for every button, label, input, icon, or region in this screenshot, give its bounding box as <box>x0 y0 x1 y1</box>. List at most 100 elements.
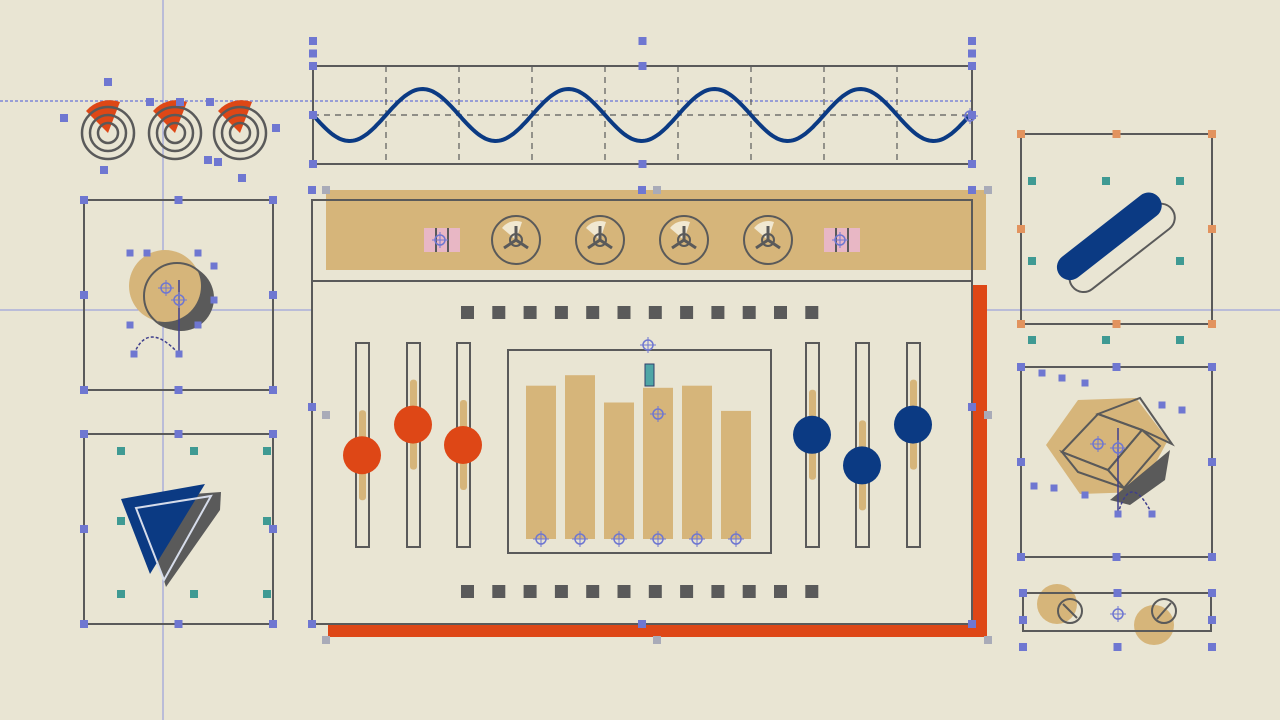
fader[interactable] <box>444 342 482 548</box>
eq-bar[interactable] <box>721 410 751 539</box>
selection-handle[interactable] <box>272 124 280 132</box>
selection-handle[interactable] <box>1038 369 1046 377</box>
selection-handle[interactable] <box>269 386 277 394</box>
reel-icon[interactable] <box>491 215 541 265</box>
selection-handle[interactable] <box>638 62 647 70</box>
selection-handle[interactable] <box>1113 589 1122 597</box>
selection-handle[interactable] <box>984 186 992 194</box>
selection-handle[interactable] <box>968 111 976 119</box>
selection-handle[interactable] <box>308 186 316 194</box>
anchor-point-icon[interactable] <box>158 280 174 296</box>
selection-handle[interactable] <box>117 447 125 455</box>
selection-handle[interactable] <box>653 186 661 194</box>
selection-handle[interactable] <box>100 166 108 174</box>
selection-handle[interactable] <box>146 98 154 106</box>
selection-handle[interactable] <box>190 590 198 598</box>
reel-icon[interactable] <box>575 215 625 265</box>
selection-handle[interactable] <box>206 98 214 106</box>
selection-handle[interactable] <box>80 525 88 533</box>
selection-handle[interactable] <box>126 321 134 329</box>
selection-handle[interactable] <box>80 430 88 438</box>
selection-handle[interactable] <box>1112 363 1121 371</box>
selection-handle[interactable] <box>104 78 112 86</box>
selection-handle[interactable] <box>968 403 976 411</box>
eq-bar[interactable] <box>604 402 634 540</box>
selection-handle[interactable] <box>263 447 271 455</box>
selection-handle[interactable] <box>1028 257 1036 265</box>
anchor-point-icon[interactable] <box>650 406 666 422</box>
selection-handle[interactable] <box>309 49 317 58</box>
selection-handle[interactable] <box>968 37 976 45</box>
selection-handle[interactable] <box>968 620 976 628</box>
selection-handle[interactable] <box>1112 553 1121 561</box>
selection-handle[interactable] <box>176 98 184 106</box>
selection-handle[interactable] <box>1019 616 1027 624</box>
left-faders[interactable] <box>343 342 482 548</box>
selection-handle[interactable] <box>1208 553 1216 561</box>
selection-handle[interactable] <box>80 291 88 299</box>
fader[interactable] <box>343 342 381 548</box>
selection-handle[interactable] <box>1017 320 1025 328</box>
fader[interactable] <box>793 342 831 548</box>
selection-handle[interactable] <box>60 114 68 122</box>
selection-handle[interactable] <box>190 447 198 455</box>
fader[interactable] <box>843 342 881 548</box>
fader-knob[interactable] <box>394 405 432 444</box>
selection-handle[interactable] <box>1081 379 1089 387</box>
selection-handle[interactable] <box>204 156 212 164</box>
anchor-point-icon[interactable] <box>689 531 705 547</box>
selection-handle[interactable] <box>1148 510 1156 518</box>
anchor-point-icon[interactable] <box>572 531 588 547</box>
selection-handle[interactable] <box>1017 553 1025 561</box>
selection-handle[interactable] <box>269 525 277 533</box>
selection-handle[interactable] <box>308 403 316 411</box>
selection-handle[interactable] <box>309 111 317 119</box>
target-rings-icon[interactable] <box>212 100 268 161</box>
selection-handle[interactable] <box>309 62 317 70</box>
marker-tile[interactable] <box>1020 133 1213 325</box>
selection-handle[interactable] <box>653 636 661 644</box>
eq-bar[interactable] <box>565 375 595 539</box>
selection-handle[interactable] <box>175 350 183 358</box>
selection-handle[interactable] <box>1208 643 1216 651</box>
selection-handle[interactable] <box>1208 458 1216 466</box>
fader-knob[interactable] <box>444 426 482 464</box>
selection-handle[interactable] <box>1102 336 1110 344</box>
selection-handle[interactable] <box>1208 225 1216 233</box>
fader[interactable] <box>394 342 432 548</box>
concentric-rings-group[interactable] <box>80 100 268 161</box>
selection-handle[interactable] <box>263 590 271 598</box>
selection-handle[interactable] <box>309 160 317 168</box>
selection-handle[interactable] <box>1176 336 1184 344</box>
anchor-point-icon[interactable] <box>728 531 744 547</box>
fader[interactable] <box>894 342 932 548</box>
selection-handle[interactable] <box>968 186 976 194</box>
target-rings-icon[interactable] <box>147 100 203 161</box>
anchor-point-icon[interactable] <box>640 337 656 353</box>
selection-handle[interactable] <box>638 620 646 628</box>
selection-handle[interactable] <box>1176 177 1184 185</box>
selection-handle[interactable] <box>238 174 246 182</box>
selection-handle[interactable] <box>1158 401 1166 409</box>
anchor-point-icon[interactable] <box>533 531 549 547</box>
selection-handle[interactable] <box>214 158 222 166</box>
selection-handle[interactable] <box>968 62 976 70</box>
selection-handle[interactable] <box>322 411 330 419</box>
selection-handles[interactable] <box>60 37 1216 651</box>
selection-handle[interactable] <box>1017 130 1025 138</box>
selection-handle[interactable] <box>1019 643 1027 651</box>
screws-tile[interactable] <box>1022 584 1212 645</box>
selection-handle[interactable] <box>1017 458 1025 466</box>
selection-handle[interactable] <box>308 620 316 628</box>
reel-icon[interactable] <box>659 215 709 265</box>
selection-handle[interactable] <box>194 249 202 257</box>
selection-handle[interactable] <box>174 620 183 628</box>
selection-handle[interactable] <box>1019 589 1027 597</box>
sine-wave-panel[interactable] <box>311 65 973 165</box>
anchor-point-icon[interactable] <box>962 108 978 124</box>
anchor-point-icon[interactable] <box>1090 436 1106 452</box>
selection-handle[interactable] <box>1058 374 1066 382</box>
selection-handle[interactable] <box>126 249 134 257</box>
selection-handle[interactable] <box>174 386 183 394</box>
